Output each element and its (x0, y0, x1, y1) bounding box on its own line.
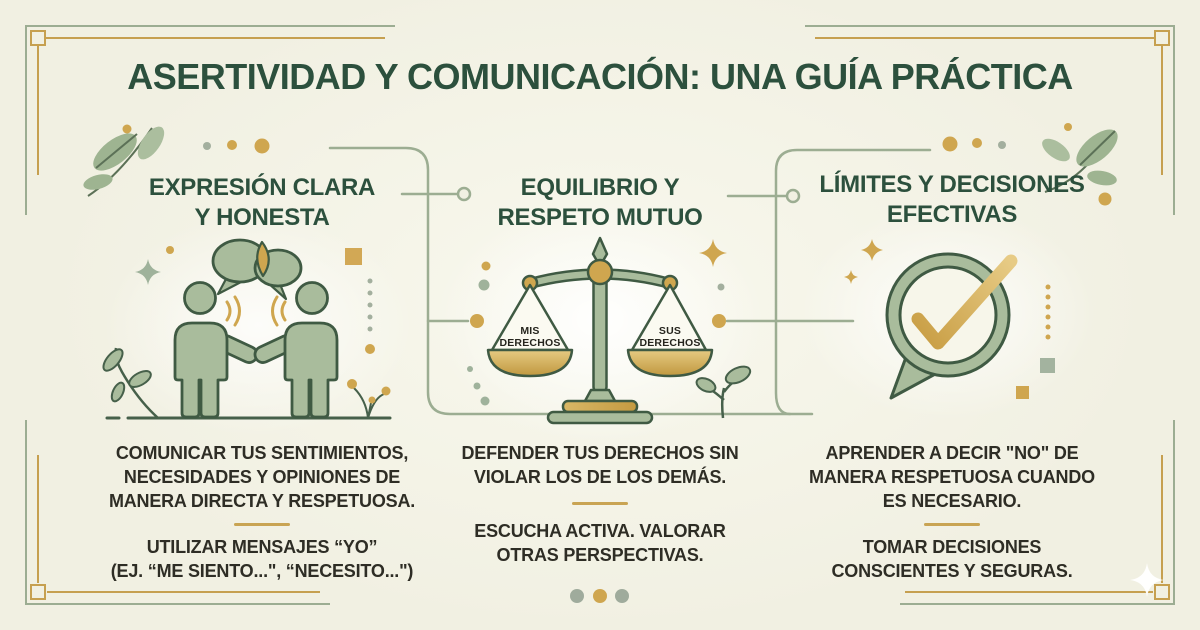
bottom-dots (570, 589, 629, 603)
gold-divider (572, 502, 628, 505)
connector-left (328, 146, 814, 416)
dot-row-right (942, 136, 1006, 152)
column-3-text: APRENDER A DECIR "NO" DE MANERA RESPETUO… (760, 441, 1144, 583)
right-pan-label: SUS (659, 325, 681, 337)
column-3-paragraph-2: TOMAR DECISIONES CONSCIENTES Y SEGURAS. (831, 537, 1073, 581)
column-3-paragraph-1: APRENDER A DECIR "NO" DE MANERA RESPETUO… (809, 443, 1095, 511)
connector-right (712, 148, 932, 416)
sparkle-icon (861, 239, 883, 261)
sparkle-icon (844, 270, 858, 284)
column-1-decorations (102, 246, 391, 419)
sparkle-icon (1130, 563, 1164, 597)
left-person (173, 281, 259, 419)
column-2-paragraph-1: DEFENDER TUS DERECHOS SIN VIOLAR LOS DE … (461, 443, 739, 487)
column-1-text: COMUNICAR TUS SENTIMIENTOS, NECESIDADES … (70, 441, 454, 583)
check-bubble-icon (885, 252, 1018, 400)
column-1-paragraph-2: UTILIZAR MENSAJES “YO” (EJ. “ME SIENTO..… (110, 537, 414, 581)
column-3-decorations (844, 239, 1055, 399)
berry-branch-icon (347, 379, 391, 419)
sparkle-icon (699, 239, 727, 267)
balance-scale-icon: MIS DERECHOS SUS DERECHOS (486, 236, 714, 425)
leaves-top-right-icon (1042, 123, 1118, 206)
corner-frame-top-right (805, 25, 1175, 215)
right-pan-label: DERECHOS (639, 337, 700, 349)
speech-overlap-lens (256, 240, 270, 278)
column-1-paragraph-1: COMUNICAR TUS SENTIMIENTOS, NECESIDADES … (108, 443, 416, 511)
checkmark-icon (911, 254, 1018, 350)
dot-row-left (203, 138, 270, 154)
column-2-text: DEFENDER TUS DERECHOS SIN VIOLAR LOS DE … (408, 441, 792, 567)
gold-divider (924, 523, 980, 526)
gold-divider (234, 523, 290, 526)
column-2-header: EQUILIBRIO Y RESPETO MUTUO (497, 174, 703, 231)
sprout-icon (695, 365, 752, 419)
right-person (253, 281, 339, 419)
column-3-header: LÍMITES Y DECISIONES EFECTIVAS (819, 171, 1085, 228)
left-pan-label: MIS (520, 325, 539, 337)
column-1-header: EXPRESIÓN CLARA Y HONESTA (148, 174, 376, 231)
sparkle-icon (135, 259, 161, 285)
column-2-decorations (467, 239, 752, 419)
page-title: ASERTIVIDAD Y COMUNICACIÓN: UNA GUÍA PRÁ… (127, 56, 1073, 97)
sound-waves (225, 295, 287, 327)
corner-frame-bottom-left (25, 420, 330, 605)
corner-frame-bottom-right (900, 420, 1175, 605)
corner-frame-top-left (25, 25, 395, 215)
leaves-top-left-icon (83, 124, 165, 197)
people-talking-icon (173, 238, 339, 419)
left-pan-label: DERECHOS (499, 337, 560, 349)
plant-icon (102, 347, 159, 419)
column-2-paragraph-2: ESCUCHA ACTIVA. VALORAR OTRAS PERSPECTIV… (474, 521, 726, 565)
